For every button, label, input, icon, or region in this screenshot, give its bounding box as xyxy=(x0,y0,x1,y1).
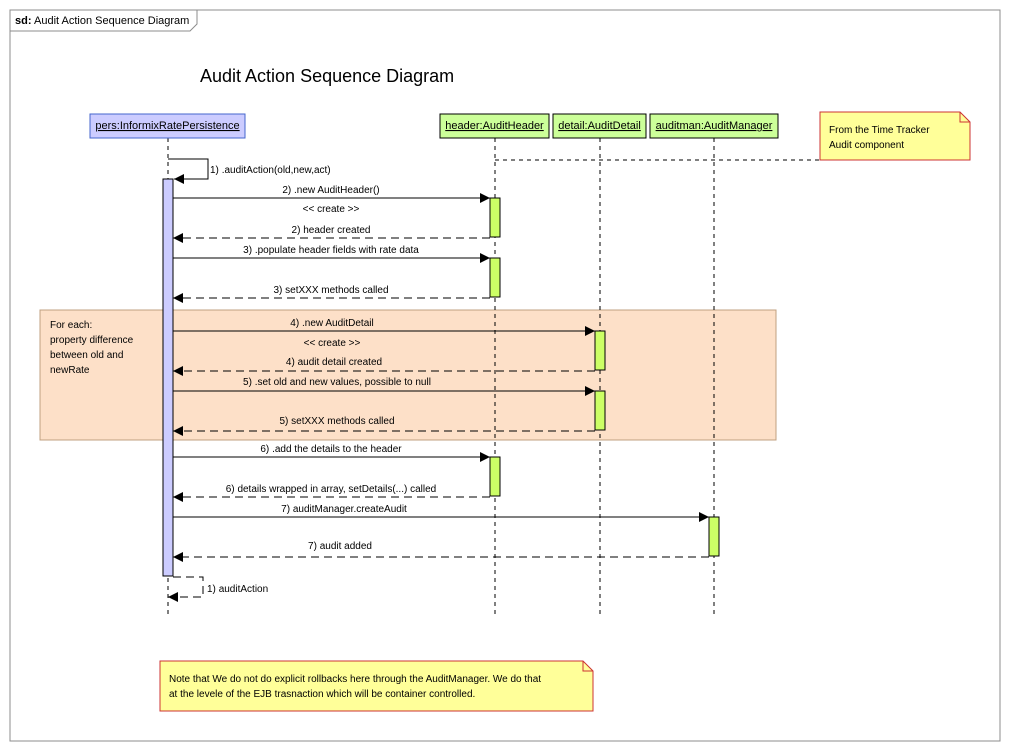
message-3-label: 3) .populate header fields with rate dat… xyxy=(243,245,419,256)
return-2-label: 2) header created xyxy=(292,225,371,236)
message-4-label: 4) .new AuditDetail xyxy=(290,318,373,329)
activation-header-3 xyxy=(489,456,501,497)
lifeline-head-pers[interactable]: pers:InformixRatePersistence xyxy=(89,113,246,139)
note-rollback-line-2: at the levele of the EJB trasnaction whi… xyxy=(169,689,475,700)
return-1-label: 1) auditAction xyxy=(207,584,268,595)
return-3-label: 3) setXXX methods called xyxy=(273,285,388,296)
lifeline-label-auditman: auditman:AuditManager xyxy=(656,120,773,132)
loop-fragment xyxy=(39,309,777,441)
activation-detail-1 xyxy=(594,330,606,371)
note-time-tracker: From the Time Tracker Audit component xyxy=(819,111,971,161)
note-rollback: Note that We do not do explicit rollback… xyxy=(159,660,594,712)
activation-auditman xyxy=(708,516,720,557)
return-7-label: 7) audit added xyxy=(308,541,372,552)
lifeline-head-auditman[interactable]: auditman:AuditManager xyxy=(649,113,779,139)
return-6-label: 6) details wrapped in array, setDetails(… xyxy=(226,484,436,495)
lifeline-label-pers: pers:InformixRatePersistence xyxy=(95,120,239,132)
return-4-label: 4) audit detail created xyxy=(286,357,382,368)
message-6-label: 6) .add the details to the header xyxy=(260,444,402,455)
frame-label-tab xyxy=(9,9,198,32)
frame-name-label: Audit Action Sequence Diagram xyxy=(34,15,189,27)
note-rollback-line-1: Note that We do not do explicit rollback… xyxy=(169,674,541,685)
activation-header-2 xyxy=(489,257,501,298)
return-1-self-return xyxy=(168,576,204,602)
note-time-tracker-line-1: From the Time Tracker xyxy=(829,125,930,136)
message-1-label: 1) .auditAction(old,new,act) xyxy=(210,165,331,176)
activation-pers xyxy=(162,178,174,577)
message-7-label: 7) auditManager.createAudit xyxy=(281,504,407,515)
message-1-self-call xyxy=(168,158,209,184)
message-2-stereotype: << create >> xyxy=(303,204,360,215)
loop-guard-line-1: For each: xyxy=(50,320,92,331)
frame-kind-label: sd: xyxy=(15,15,32,27)
message-5-label: 5) .set old and new values, possible to … xyxy=(243,377,431,388)
diagram-title: Audit Action Sequence Diagram xyxy=(200,66,454,86)
loop-guard-line-2: property difference xyxy=(50,335,134,346)
lifeline-label-header: header:AuditHeader xyxy=(445,120,544,132)
message-2-label: 2) .new AuditHeader() xyxy=(282,185,379,196)
return-5-label: 5) setXXX methods called xyxy=(279,416,394,427)
lifeline-head-detail[interactable]: detail:AuditDetail xyxy=(552,113,647,139)
loop-guard-line-3: between old and xyxy=(50,350,123,361)
message-4-stereotype: << create >> xyxy=(304,338,361,349)
note-time-tracker-line-2: Audit component xyxy=(829,140,904,151)
activation-detail-2 xyxy=(594,390,606,431)
activation-header-1 xyxy=(489,197,501,238)
lifeline-head-header[interactable]: header:AuditHeader xyxy=(439,113,550,139)
lifeline-label-detail: detail:AuditDetail xyxy=(558,120,641,132)
loop-guard-line-4: newRate xyxy=(50,365,90,376)
